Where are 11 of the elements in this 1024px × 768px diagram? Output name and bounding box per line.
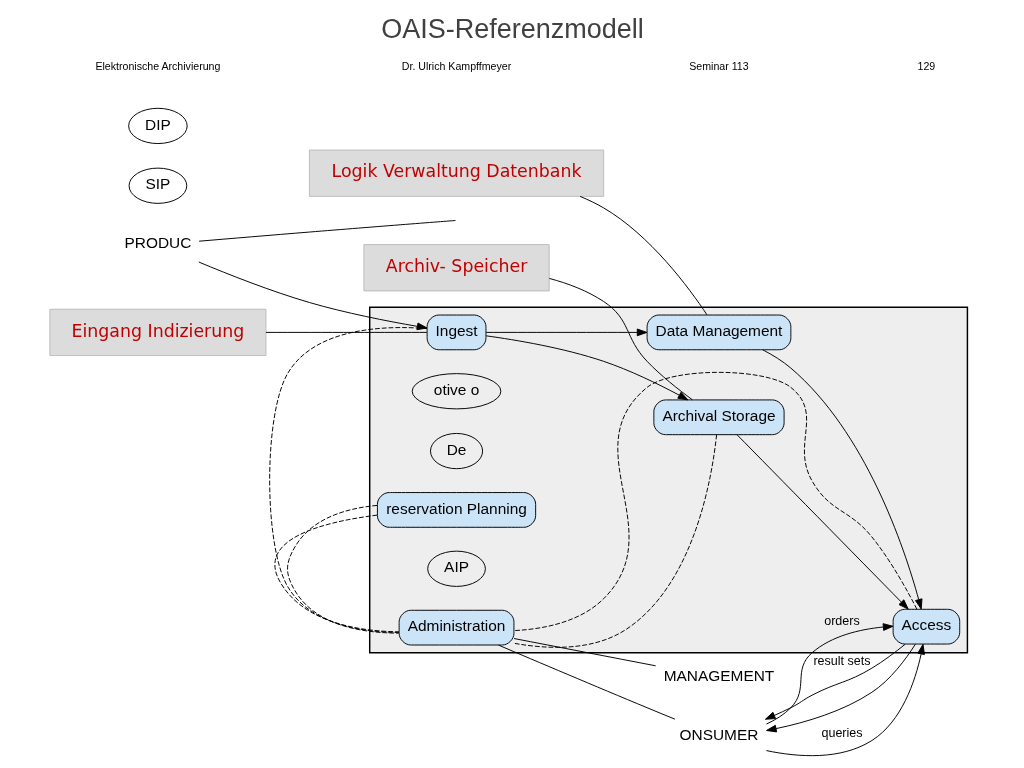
label: Dr. Ulrich Kampffmeyer bbox=[401, 59, 511, 72]
node-text: PRODUC bbox=[124, 234, 191, 252]
edge-label: result sets bbox=[812, 653, 871, 668]
label: Elektronische Archivierung bbox=[94, 59, 220, 72]
node-text: MANAGEMENT bbox=[663, 667, 774, 685]
label: Seminar 113 bbox=[688, 59, 749, 72]
edge-label: queries bbox=[820, 726, 863, 741]
diagram-title: OAIS-Referenzmodell bbox=[380, 13, 644, 44]
edge-label: orders bbox=[823, 614, 860, 629]
node-text: ONSUMER bbox=[679, 726, 758, 744]
label: 129 bbox=[917, 59, 935, 72]
